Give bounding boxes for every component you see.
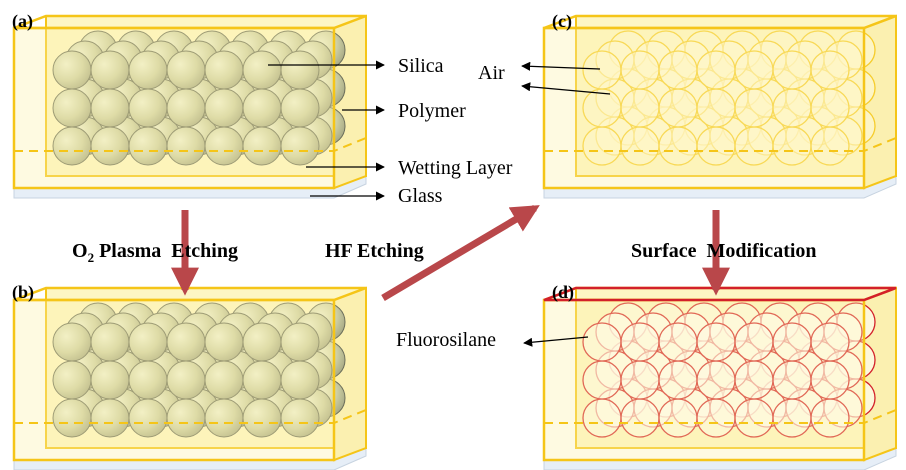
panel-d [542, 286, 897, 470]
panel-label-b: (b) [12, 282, 34, 303]
fluorosilane-pointer-arrow [523, 336, 589, 347]
hf-etching-label: HF Etching [325, 240, 424, 262]
wetting-layer-line [14, 137, 367, 152]
hollow-air-sphere [810, 50, 850, 90]
surface-modification-label: Surface Modification [631, 240, 817, 262]
wetting-layer-line [544, 137, 897, 152]
plasma-subscript: 2 [88, 250, 95, 265]
air-pointer-arrow-bottom [521, 82, 611, 95]
fluoro-hollow-sphere [810, 322, 850, 362]
plasma-prefix: O [72, 240, 88, 262]
panel-label-a: (a) [12, 11, 33, 32]
glass-label: Glass [398, 185, 443, 207]
silica-label: Silica [398, 55, 444, 77]
polymer-label: Polymer [398, 100, 466, 122]
hf-etching-arrow [381, 204, 540, 302]
wetting-layer-line [14, 409, 367, 424]
polymer-front-face [542, 298, 866, 462]
air-label: Air [478, 62, 505, 84]
polymer-front-face [12, 298, 336, 462]
panel-label-c: (c) [552, 11, 572, 32]
panel-c [542, 14, 897, 199]
panel-a [12, 14, 367, 199]
fluorosilane-label: Fluorosilane [396, 329, 496, 351]
polymer-front-face [12, 26, 336, 190]
wetting-layer-line [544, 409, 897, 424]
silica-sphere [280, 50, 320, 90]
polymer-front-face [542, 26, 866, 190]
silica-sphere [280, 322, 320, 362]
fluorosilane-top-edge [543, 286, 897, 302]
plasma-rest: Plasma Etching [94, 240, 238, 262]
panel-b [12, 286, 367, 470]
air-pointer-arrow-top [521, 61, 601, 71]
wetting-layer-label: Wetting Layer [398, 157, 513, 179]
panel-label-d: (d) [552, 282, 574, 303]
plasma-etching-label: O2 Plasma Etching [72, 240, 238, 265]
